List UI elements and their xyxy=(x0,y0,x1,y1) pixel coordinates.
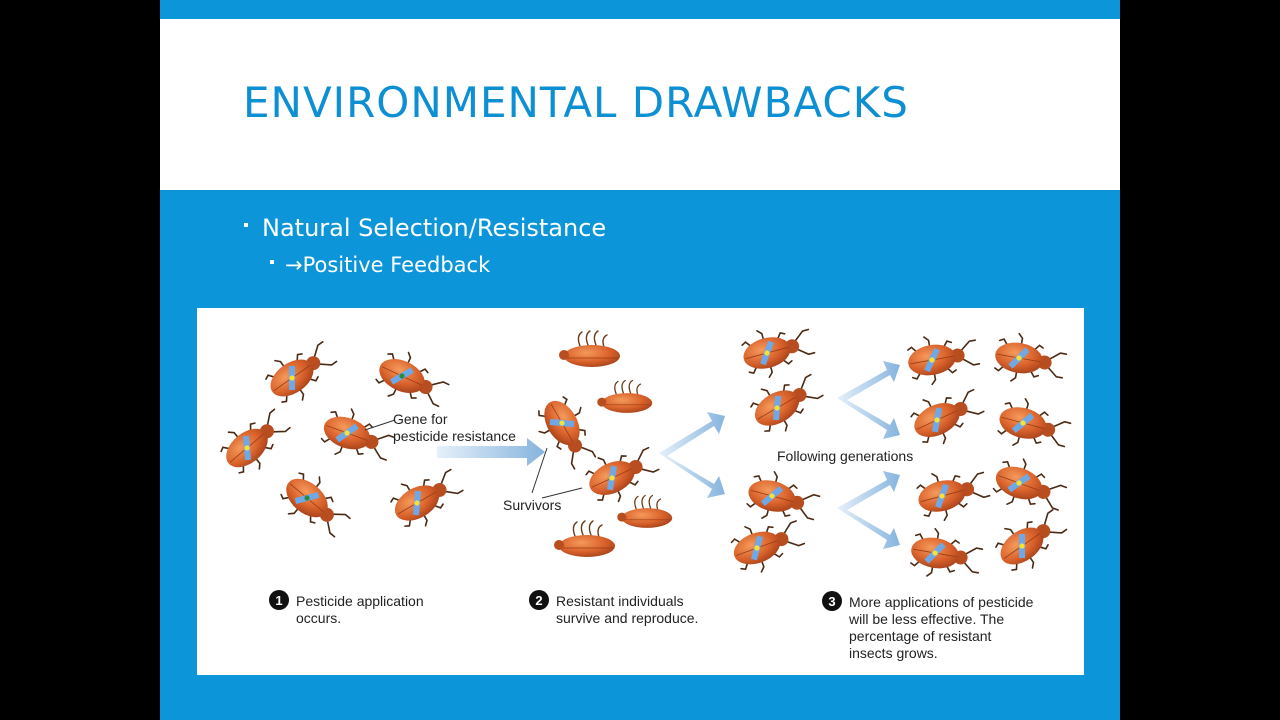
bullet-level1: Natural Selection/Resistance xyxy=(244,214,606,242)
step-1: 1 Pesticide application occurs. xyxy=(269,590,424,626)
gene-label-line1: Gene for xyxy=(393,411,448,427)
step-3-line4: insects grows. xyxy=(849,645,938,661)
step-2-line1: Resistant individuals xyxy=(556,593,684,609)
resistance-figure: Gene for pesticide resistance Survivors xyxy=(197,308,1084,675)
following-generations-label: Following generations xyxy=(777,448,913,464)
step-3-number-circle xyxy=(822,591,842,611)
step-3-line3: percentage of resistant xyxy=(849,628,992,644)
step-1-line2: occurs. xyxy=(296,610,341,626)
step-1-line1: Pesticide application xyxy=(296,593,424,609)
bullet-level2: →Positive Feedback xyxy=(270,253,490,277)
fork-arrow-1 xyxy=(659,412,725,498)
step-3-line2: will be less effective. The xyxy=(848,611,1004,627)
step-1-number: 1 xyxy=(275,593,282,608)
step-3: 3 More applications of pesticide will be… xyxy=(822,591,1034,661)
step-2-number-circle xyxy=(529,590,549,610)
bullet-marker xyxy=(244,223,248,227)
population-group-4 xyxy=(904,328,1073,584)
step-3-line1: More applications of pesticide xyxy=(849,594,1034,610)
title-band xyxy=(160,19,1120,190)
bullet-level1-text: Natural Selection/Resistance xyxy=(262,214,607,242)
slide-title: ENVIRONMENTAL DRAWBACKS xyxy=(243,78,909,127)
step-1-number-circle xyxy=(269,590,289,610)
step-2-number: 2 xyxy=(535,593,542,608)
step-2: 2 Resistant individuals survive and repr… xyxy=(529,590,698,626)
slide: ENVIRONMENTAL DRAWBACKS Natural Selectio… xyxy=(160,0,1120,720)
survivors-pointer-2 xyxy=(541,487,583,499)
step-2-line2: survive and reproduce. xyxy=(556,610,698,626)
survivors-pointer-1 xyxy=(531,447,548,494)
gene-pointer xyxy=(364,419,396,431)
gene-label-line2: pesticide resistance xyxy=(393,428,516,444)
arrow-1 xyxy=(437,438,545,466)
step-3-number: 3 xyxy=(828,594,835,609)
resistance-diagram: Gene for pesticide resistance Survivors xyxy=(197,308,1084,661)
bullet-level2-text: →Positive Feedback xyxy=(285,253,491,277)
bullet-marker xyxy=(270,260,274,264)
survivors-label: Survivors xyxy=(503,497,561,513)
population-group-2 xyxy=(529,330,673,558)
fork-arrows-2 xyxy=(837,361,900,549)
